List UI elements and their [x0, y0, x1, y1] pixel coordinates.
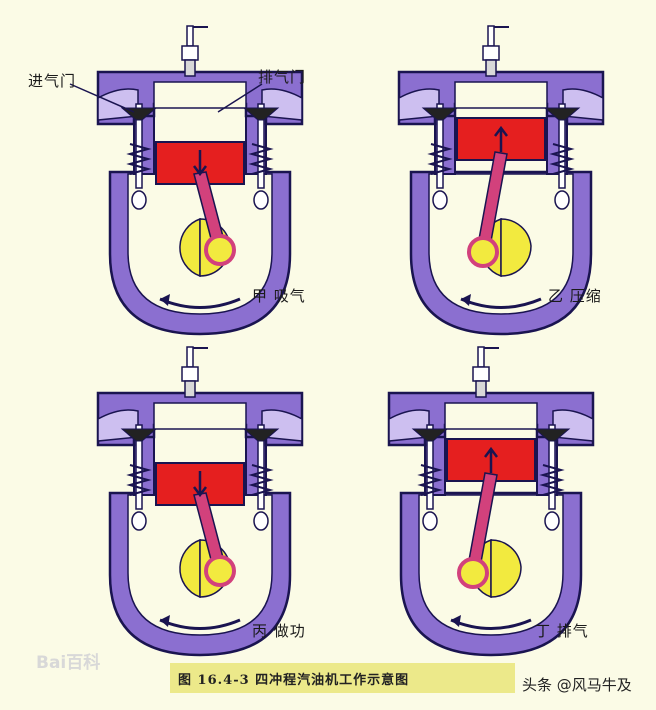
engine-panel-intake — [96, 24, 304, 336]
piston-arrow-down — [193, 471, 207, 498]
engine-panel-power — [96, 345, 304, 657]
figure-caption-bar — [170, 663, 515, 693]
intake-leader-line — [69, 83, 135, 113]
crank-pin — [204, 555, 236, 587]
figure-caption: 图 16.4-3 四冲程汽油机工作示意图 — [178, 673, 410, 688]
engine-panel-compression — [397, 24, 605, 336]
exhaust-leader-line — [217, 83, 263, 113]
exhaust-valve-label: 排气门 — [258, 68, 307, 86]
panel-caption-power: 丙 做功 — [252, 622, 306, 640]
panel-caption-intake: 甲 吸气 — [252, 287, 306, 305]
piston-arrow-up — [484, 446, 498, 473]
panel-caption-exhaust: 丁 排气 — [535, 622, 589, 640]
crank-pin — [457, 557, 489, 589]
piston-arrow-down — [193, 150, 207, 177]
baidu-watermark: Bai百科 — [36, 653, 101, 673]
source-credit: 头条 @风马牛及 — [522, 676, 632, 694]
engine-panel-exhaust — [387, 345, 595, 657]
piston-arrow-up — [494, 125, 508, 152]
intake-valve-label: 进气门 — [28, 72, 77, 90]
crank-pin — [467, 236, 499, 268]
panel-caption-compression: 乙 压缩 — [548, 287, 602, 305]
crank-pin — [204, 234, 236, 266]
